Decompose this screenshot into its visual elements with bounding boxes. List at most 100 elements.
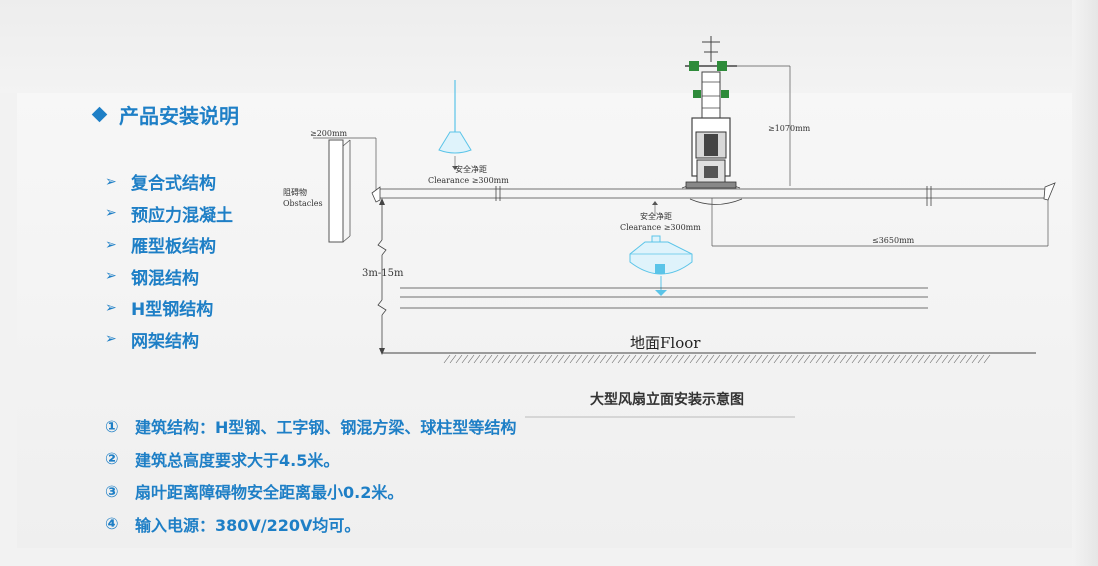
blade-radius-dimension: ≤3650mm (872, 236, 915, 245)
hatch-mark (491, 354, 499, 364)
hatch-mark (659, 354, 667, 364)
hatch-mark (485, 354, 493, 364)
hatch-mark (707, 354, 715, 364)
hatch-mark (551, 354, 559, 364)
hatch-mark (953, 354, 961, 364)
hatch-mark (791, 354, 799, 364)
hatch-mark (779, 354, 787, 364)
list-item: ➢复合式结构 (105, 166, 233, 198)
hatch-mark (905, 354, 913, 364)
hatch-mark (617, 354, 625, 364)
hatch-mark (827, 354, 835, 364)
list-item: ➢ 预应力混凝土 (105, 198, 233, 230)
hatch-mark (587, 354, 595, 364)
hatch-mark (713, 354, 721, 364)
hatch-mark (797, 354, 805, 364)
hatch-mark (743, 354, 751, 364)
hatch-mark (923, 354, 931, 364)
hatch-mark (533, 354, 541, 364)
hatch-mark (539, 354, 547, 364)
hatch-mark (911, 354, 919, 364)
hatch-mark (803, 354, 811, 364)
hatch-mark (605, 354, 613, 364)
hatch-mark (863, 354, 871, 364)
hatch-mark (755, 354, 763, 364)
chevron-right-icon: ➢ (105, 268, 117, 285)
hatch-mark (461, 354, 469, 364)
hatch-mark (785, 354, 793, 364)
hatch-mark (857, 354, 865, 364)
heading-title: 产品安装说明 (119, 103, 239, 128)
hatch-mark (689, 354, 697, 364)
hatch-mark (899, 354, 907, 364)
list-item: ➢ 钢混结构 (105, 261, 233, 293)
chevron-right-icon: ➢ (105, 299, 117, 316)
hatch-mark (515, 354, 523, 364)
hatch-mark (887, 354, 895, 364)
hatch-mark (449, 354, 457, 364)
hatch-mark (971, 354, 979, 364)
hatch-mark (509, 354, 517, 364)
list-item-text: 输入电源：380V/220V均可。 (135, 515, 361, 535)
hatch-mark (941, 354, 949, 364)
clearance-top-en: Clearance ≥300mm (428, 176, 509, 185)
list-item-label: 网架结构 (131, 331, 199, 352)
floor-hatching (443, 354, 991, 364)
floor-lines (382, 287, 1036, 354)
hatch-mark (893, 354, 901, 364)
height-range-label: 3m-15m (362, 268, 404, 279)
obstacle-label-cn: 阻碍物 (283, 187, 307, 197)
hatch-mark (959, 354, 967, 364)
lower-light-fixture (629, 235, 693, 296)
hatch-mark (947, 354, 955, 364)
hatch-mark (455, 354, 463, 364)
hatch-mark (821, 354, 829, 364)
hatch-mark (815, 354, 823, 364)
obstacle-wall (313, 137, 377, 243)
pendant-lamp (438, 80, 472, 170)
hatch-mark (563, 354, 571, 364)
hatch-mark (497, 354, 505, 364)
hatch-mark (695, 354, 703, 364)
hatch-mark (569, 354, 577, 364)
list-item: ➢雁型板结构 (105, 229, 233, 261)
content-card (17, 93, 1072, 548)
hatch-mark (719, 354, 727, 364)
fan-motor-assembly (652, 36, 1049, 247)
section-heading: 产品安装说明 (90, 100, 239, 128)
hatch-mark (767, 354, 775, 364)
list-item-label: 钢混结构 (131, 268, 199, 289)
hatch-mark (623, 354, 631, 364)
list-item-number: ③ (105, 481, 119, 501)
height-dimension-line (377, 198, 387, 355)
hatch-mark (611, 354, 619, 364)
hatch-mark (737, 354, 745, 364)
hatch-mark (935, 354, 943, 364)
obstacle-dimension: ≥200mm (310, 129, 348, 138)
hatch-mark (683, 354, 691, 364)
list-item-label: H型钢结构 (131, 300, 214, 321)
hatch-mark (581, 354, 589, 364)
floor-label: 地面Floor (630, 334, 701, 352)
chevron-right-icon: ➢ (105, 205, 117, 222)
hatch-mark (521, 354, 529, 364)
hatch-mark (761, 354, 769, 364)
list-item: ➢ 网架结构 (105, 324, 233, 356)
structure-type-list: ➢复合式结构 ➢ 预应力混凝土 ➢雁型板结构 ➢ 钢混结构 ➢ H型钢结构 ➢ 网架结构 (105, 166, 233, 355)
list-item-label: 预应力混凝土 (131, 205, 233, 226)
hatch-mark (557, 354, 565, 364)
list-item-number: ② (105, 449, 119, 469)
hatch-mark (593, 354, 601, 364)
chevron-right-icon: ➢ (105, 331, 117, 348)
hatch-mark (869, 354, 877, 364)
hatch-mark (527, 354, 535, 364)
hatch-mark (749, 354, 757, 364)
hatch-mark (839, 354, 847, 364)
chevron-right-icon: ➢ (105, 173, 117, 190)
hatch-mark (983, 354, 991, 364)
hatch-mark (701, 354, 709, 364)
list-item-number: ① (105, 416, 119, 436)
